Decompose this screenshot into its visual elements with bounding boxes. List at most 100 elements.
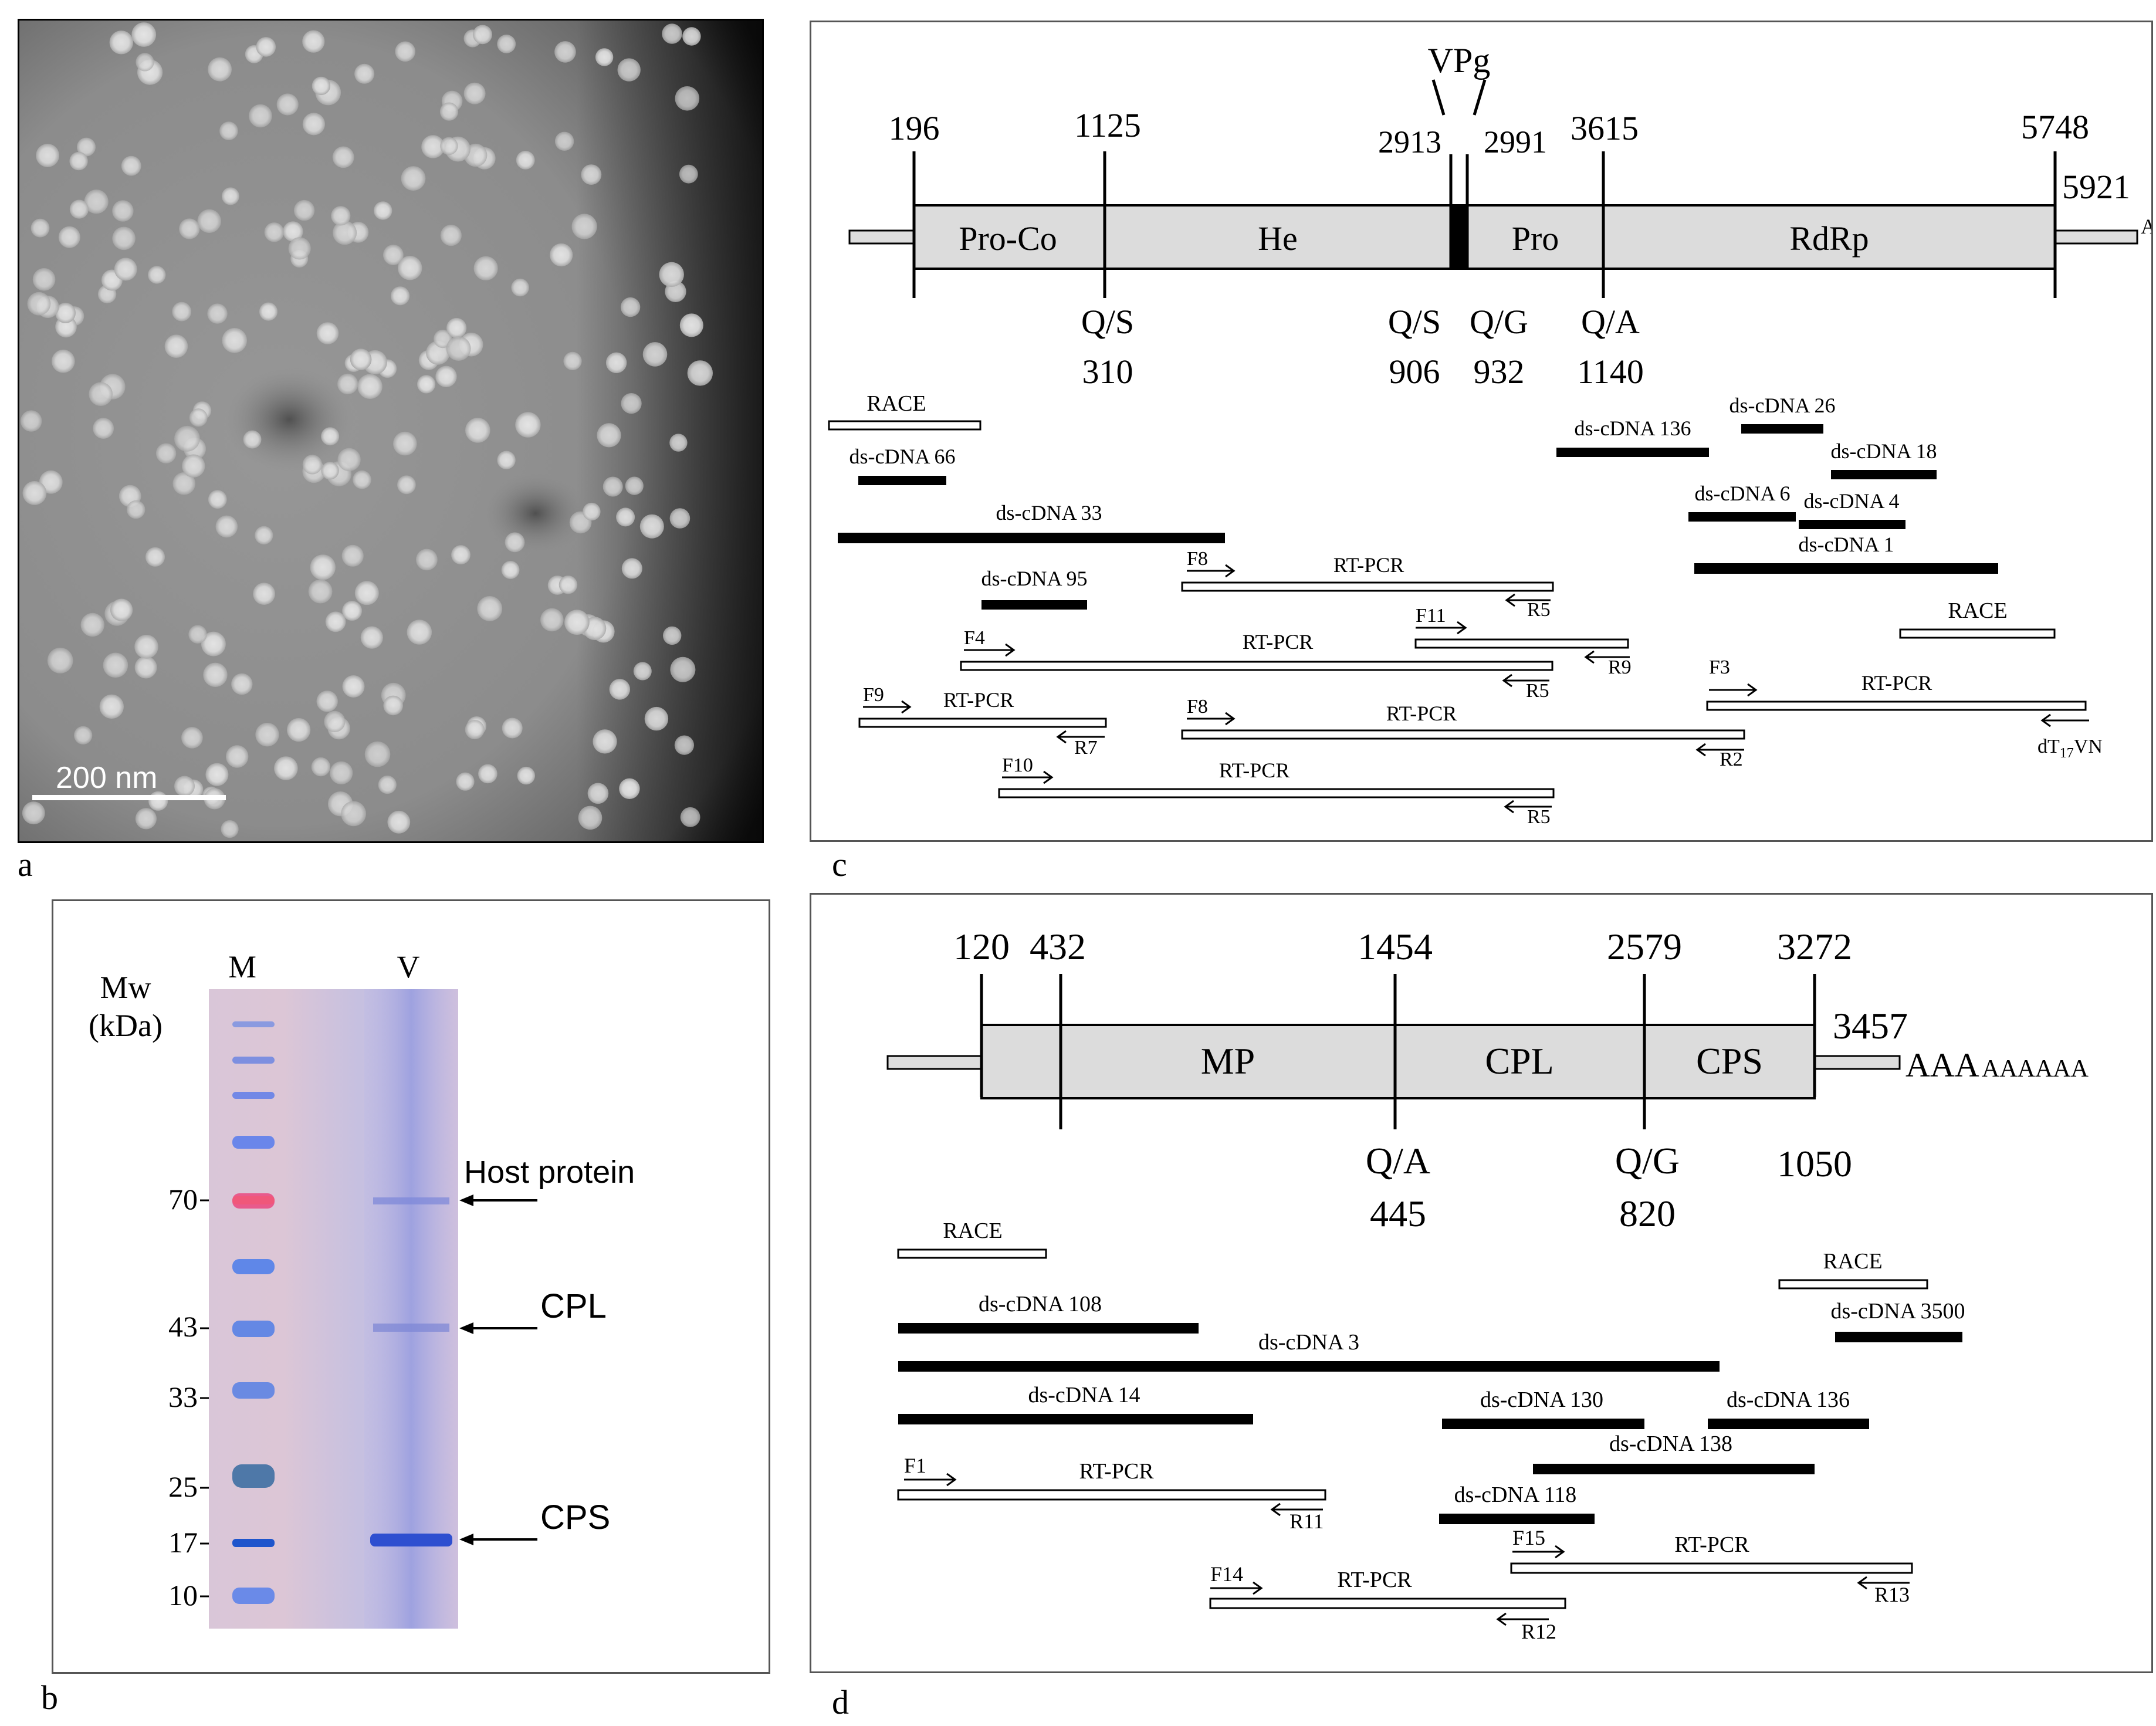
virus-particle <box>316 691 338 712</box>
vpg-label: VPg <box>1428 41 1491 80</box>
virus-particle <box>145 547 165 567</box>
virus-particle <box>633 662 652 681</box>
rt-pcr-label-1: RT-PCR <box>1333 553 1404 577</box>
ds-cdna-136-label: ds-cDNA 136 <box>1575 417 1691 440</box>
rt-pcr-f14-r12 <box>1209 1598 1566 1609</box>
virus-particle <box>540 608 564 632</box>
virus-particle <box>360 626 383 649</box>
ds-cdna-3500-label: ds-cDNA 3500 <box>1830 1299 1965 1324</box>
pos-3272: 3272 <box>1777 926 1852 967</box>
virus-particle <box>642 342 668 367</box>
virus-particle <box>393 431 417 456</box>
cleavage-aa-2: 906 <box>1389 353 1440 391</box>
rt-pcr-f10-r5 <box>998 788 1555 798</box>
virus-particle <box>215 515 238 538</box>
virus-particle <box>109 31 133 55</box>
domain-cpl: CPL <box>1485 1040 1553 1082</box>
virus-particle <box>578 806 603 830</box>
virus-particle <box>341 801 366 827</box>
rt-pcr-f3-dt17vn <box>1706 700 2087 711</box>
virus-particle <box>164 334 188 358</box>
virus-particle <box>121 155 141 176</box>
virus-particle <box>675 86 700 111</box>
rna2-genome-map-panel: 120 432 1454 2579 3272 3457 AAA AAAAAA M… <box>810 893 2153 1673</box>
virus-particle <box>440 225 462 246</box>
virus-particle <box>136 53 154 72</box>
virus-particle <box>501 561 520 579</box>
cleavage-aa-1: 310 <box>1082 353 1133 391</box>
virus-particle <box>473 25 492 45</box>
panel-letter-c: c <box>832 845 847 884</box>
race-3-rna2 <box>1778 1279 1928 1290</box>
virus-particle <box>27 292 51 316</box>
polya-rna1: AAA <box>2141 215 2151 238</box>
virus-particle <box>511 278 529 297</box>
virus-particle <box>383 245 404 265</box>
rna2-3utr <box>1813 1055 1901 1070</box>
primer-r5-2: R5 <box>1526 680 1549 702</box>
ds-cdna-33 <box>838 533 1225 543</box>
virus-particle <box>249 104 272 128</box>
rt-pcr-rna2-label-1: RT-PCR <box>1079 1459 1154 1484</box>
cleavage-site-qa: Q/A <box>1366 1140 1430 1182</box>
rt-pcr-rna2-label-2: RT-PCR <box>1674 1532 1749 1557</box>
ds-cdna-14-label: ds-cDNA 14 <box>1028 1383 1140 1407</box>
lane-label-v: V <box>397 949 420 984</box>
race-5-rna1 <box>828 420 981 431</box>
virus-particle <box>477 596 503 621</box>
rt-pcr-f9-r7 <box>858 718 1107 728</box>
primer-f3: F3 <box>1709 656 1730 678</box>
virus-particle <box>617 58 641 82</box>
primer-r11: R11 <box>1289 1510 1324 1533</box>
virus-particle <box>135 808 157 830</box>
ds-cdna-3500 <box>1835 1332 1962 1342</box>
ds-cdna-3-label: ds-cDNA 3 <box>1258 1330 1359 1355</box>
primer-r9: R9 <box>1608 656 1632 678</box>
virus-particle <box>207 303 228 324</box>
virus-particle <box>264 222 284 242</box>
virus-particle <box>311 757 331 777</box>
virus-particle <box>517 766 535 785</box>
virus-particle <box>255 526 273 545</box>
gel-panel: M V Mw (kDa) 70 43 33 25 17 10 <box>52 899 770 1674</box>
scale-bar-label: 200 nm <box>56 761 157 795</box>
virus-particle <box>308 579 333 604</box>
virus-particle <box>341 544 364 567</box>
virus-particle <box>69 151 88 171</box>
virus-particle <box>571 214 597 239</box>
ds-cdna-118 <box>1439 1514 1595 1524</box>
rt-pcr-f15-r13 <box>1510 1562 1913 1574</box>
pos-3615: 3615 <box>1571 109 1639 147</box>
virus-particle <box>172 302 192 321</box>
virus-particle <box>219 121 238 140</box>
rna2-polyprotein <box>980 1024 1816 1099</box>
virus-particle <box>662 23 682 44</box>
ds-cdna-6-label: ds-cDNA 6 <box>1695 482 1791 505</box>
virus-particle <box>395 41 415 62</box>
rt-pcr-f8-r2 <box>1181 729 1745 740</box>
domain-mp: MP <box>1201 1040 1255 1082</box>
primer-f11: F11 <box>1416 605 1446 627</box>
virus-particle <box>283 221 303 242</box>
virus-particle <box>397 475 416 495</box>
virus-particle <box>47 648 73 674</box>
virus-particle <box>222 328 248 353</box>
virus-particle <box>312 76 331 96</box>
ds-cdna-108 <box>898 1323 1199 1334</box>
virus-particle <box>378 776 397 794</box>
primer-f4: F4 <box>964 627 985 649</box>
virus-particle <box>134 656 157 679</box>
ds-cdna-3 <box>898 1361 1720 1372</box>
virus-particle <box>350 348 372 370</box>
virus-particle <box>188 625 207 644</box>
virus-particle <box>434 330 452 348</box>
virus-particle <box>255 723 279 747</box>
kda-label: (kDa) <box>89 1008 163 1043</box>
virus-particle <box>333 221 357 245</box>
virus-particle <box>231 673 253 695</box>
rt-pcr-label-5: RT-PCR <box>1861 671 1932 695</box>
primer-r12: R12 <box>1521 1620 1556 1643</box>
virus-particles <box>21 22 713 838</box>
rt-pcr-f1-r11 <box>897 1489 1326 1501</box>
band-cpl <box>373 1324 449 1332</box>
